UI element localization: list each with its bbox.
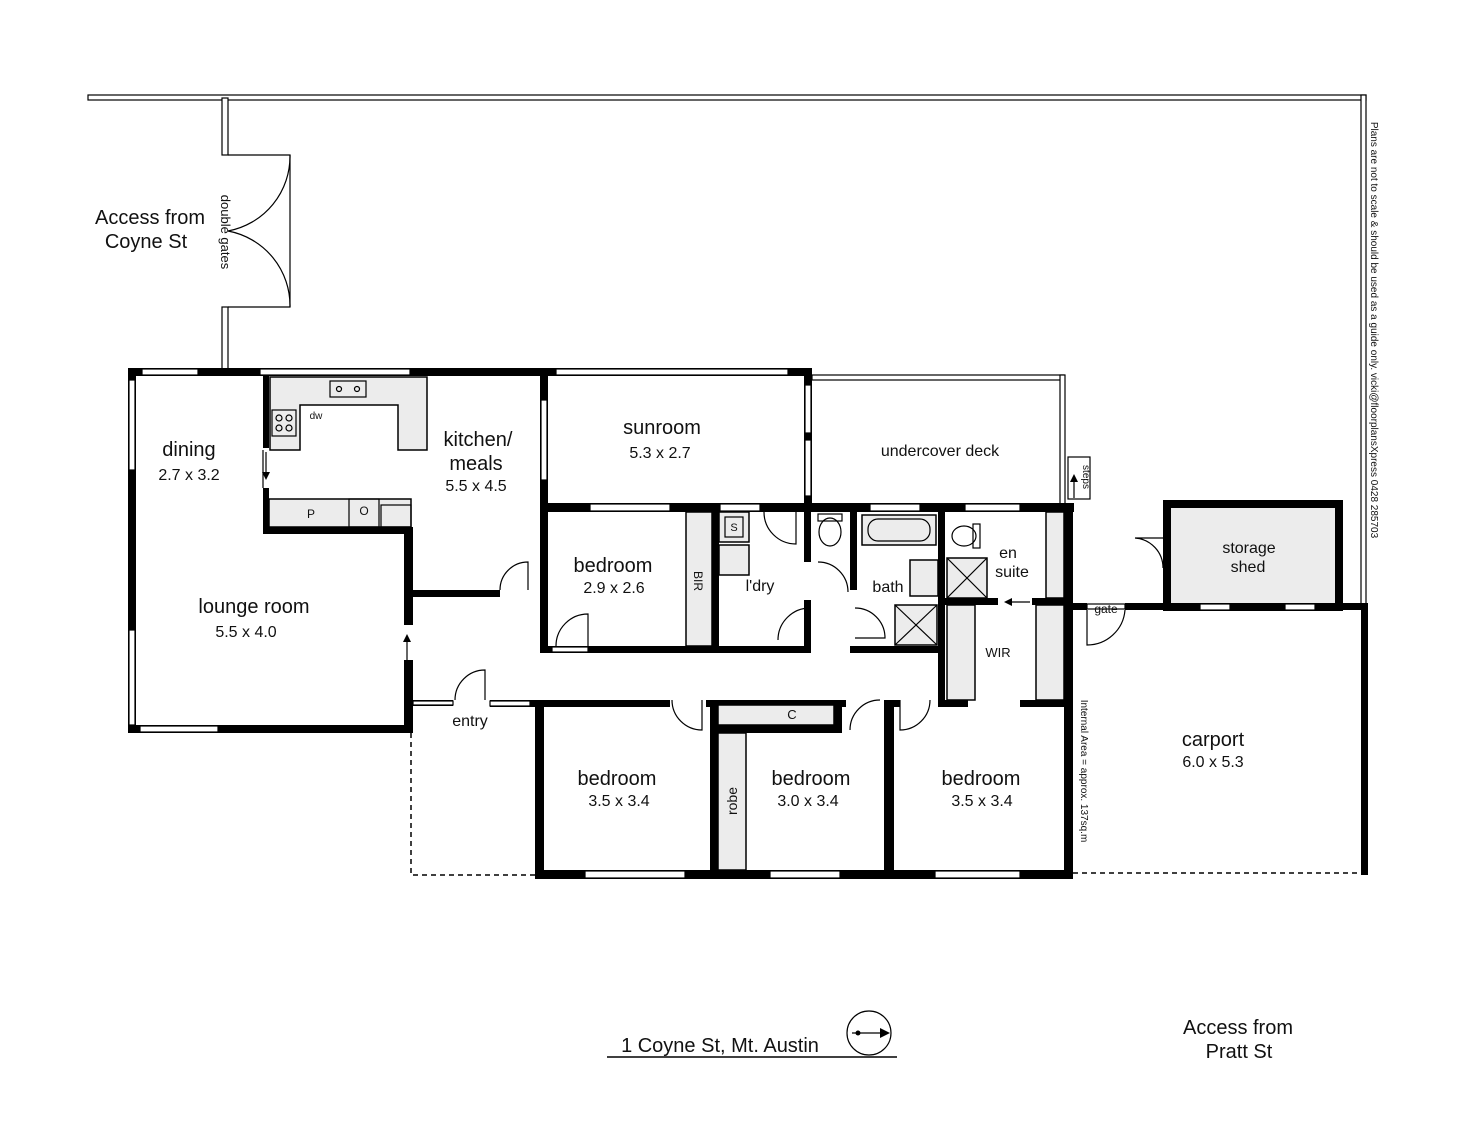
bedroom2-name: bedroom [772,768,851,790]
bath-label: bath [872,579,903,596]
access-pratt-line2: Pratt St [1206,1041,1273,1063]
dining-size: 2.7 x 3.2 [158,467,219,484]
lounge-name: lounge room [198,596,309,618]
wir-label: WIR [985,645,1010,660]
bedroom3-size: 3.5 x 3.4 [951,793,1012,810]
pantry-label: P [307,507,315,521]
ensuite-label-line1: en [999,545,1017,562]
bedroom3-name: bedroom [942,768,1021,790]
bedroom2-size: 3.0 x 3.4 [777,793,838,810]
sunroom-size: 5.3 x 2.7 [629,445,690,462]
sink-label: S [730,522,737,534]
dining-name: dining [162,439,215,461]
doors [262,450,1164,731]
ensuite-label-line2: suite [995,564,1029,581]
storage-name-line1: storage [1222,540,1275,557]
double-gates [227,154,291,308]
oven-label: O [359,504,368,518]
entry-label: entry [452,713,488,730]
steps-label: steps [1080,465,1091,489]
compass-icon [846,1010,892,1056]
storage-name-line2: shed [1231,559,1266,576]
gate-label: gate [1094,602,1118,616]
sunroom-name: sunroom [623,417,701,439]
bir-label: BIR [691,571,705,591]
plan-title: 1 Coyne St, Mt. Austin [621,1035,819,1057]
carport-name: carport [1182,729,1245,751]
kitchen-size: 5.5 x 4.5 [445,478,506,495]
double-gates-label: double gates [218,195,233,270]
kitchen-name-line1: kitchen/ [444,429,513,451]
labels: Access from Coyne St double gates dining… [95,122,1379,1063]
robe-label: robe [724,787,740,815]
bedroom1-name: bedroom [578,768,657,790]
deck-name: undercover deck [881,443,1000,460]
lounge-size: 5.5 x 4.0 [215,624,276,641]
bathroom-fixtures [685,511,1065,871]
access-coyne-line1: Access from [95,207,205,229]
dishwasher-label: dw [310,411,324,422]
access-coyne-line2: Coyne St [105,231,188,253]
carport-outline [1073,603,1368,875]
exterior-walls [128,368,1074,879]
bedroom-bir-size: 2.9 x 2.6 [583,580,644,597]
storage-shed [1163,500,1343,611]
interior-walls [263,376,1072,879]
dashed-outlines [410,733,1368,876]
disclaimer-note: Plans are not to scale & should be used … [1368,122,1379,539]
cupboard-label: C [787,707,796,722]
laundry-label: l'dry [746,578,775,595]
kitchen-fixtures [268,376,428,528]
access-pratt-line1: Access from [1183,1017,1293,1039]
direction-arrows [262,452,1091,660]
bedroom-bir-name: bedroom [574,555,653,577]
carport-size: 6.0 x 5.3 [1182,754,1243,771]
bedroom1-size: 3.5 x 3.4 [588,793,649,810]
internal-area-note: Internal Area = approx. 137sq.m [1078,700,1089,843]
kitchen-name-line2: meals [449,453,502,475]
